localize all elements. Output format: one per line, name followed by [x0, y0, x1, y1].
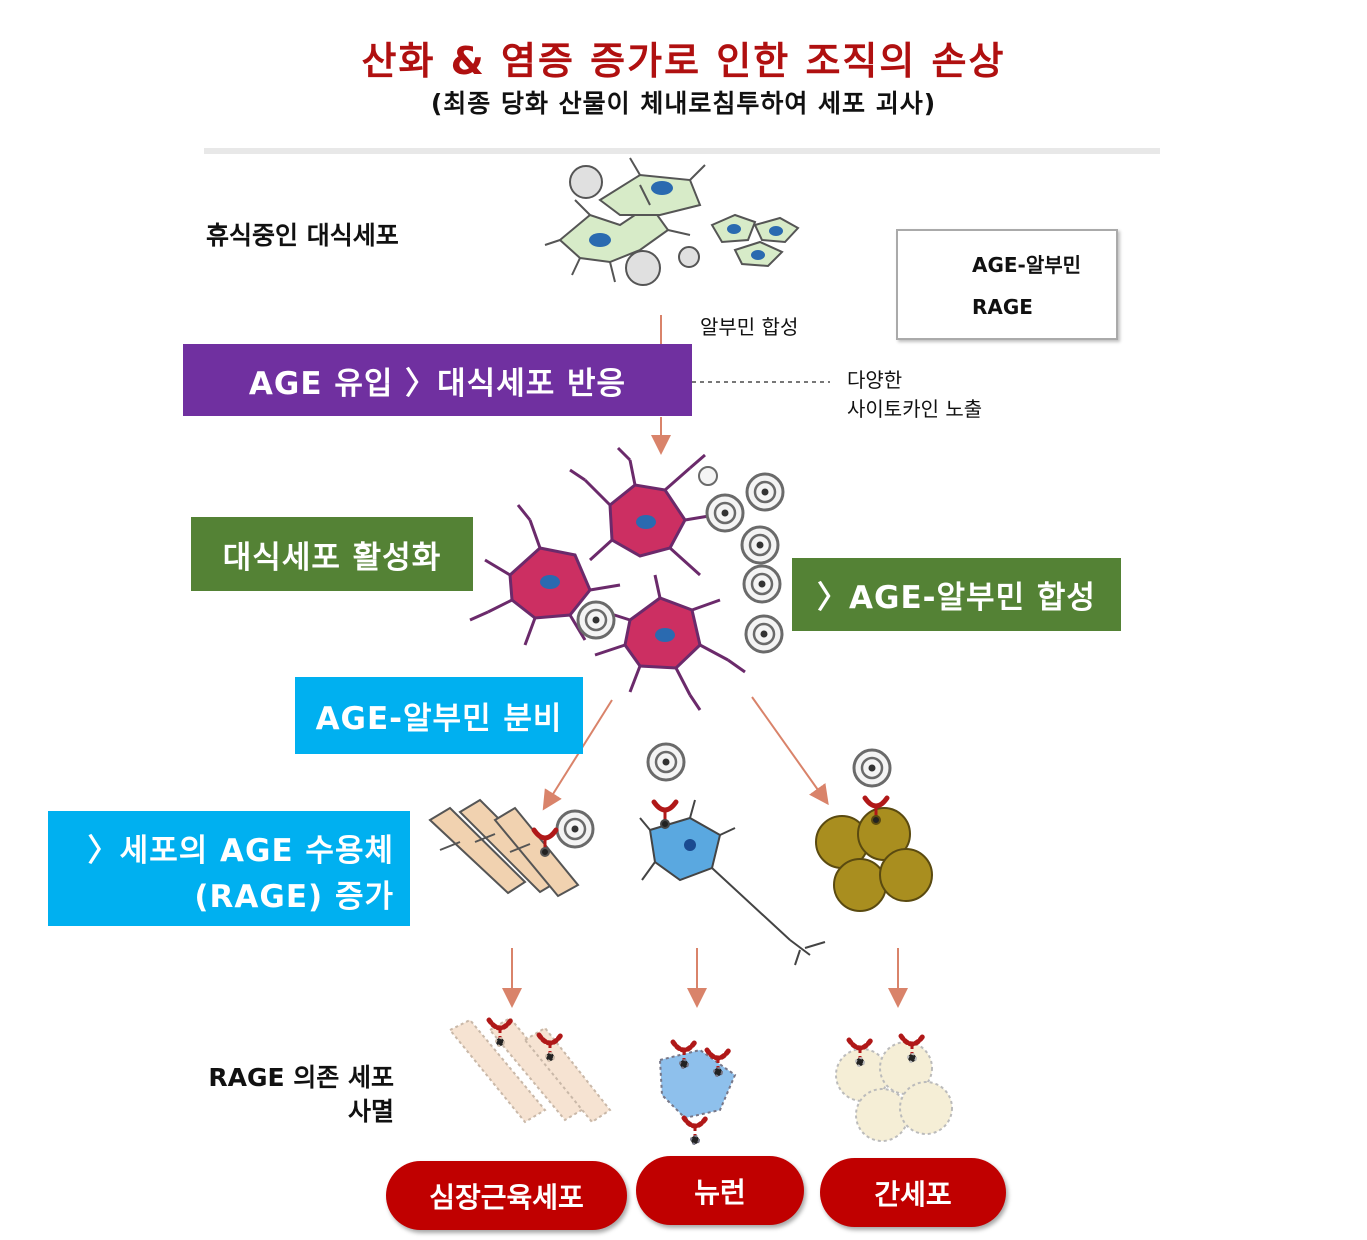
legend: AGE-알부민 RAGE: [896, 229, 1118, 340]
page-subtitle: (최종 당화 산물이 체내로침투하여 세포 괴사): [430, 89, 937, 118]
page-title: 산화 & 염증 증가로 인한 조직의 손상: [361, 39, 1006, 83]
step-rage-increase: 〉세포의 AGE 수용체 (RAGE) 증가: [48, 811, 410, 926]
label-cytokine-line2: 사이토카인 노출: [847, 397, 983, 421]
step-macrophage-activation: 대식세포 활성화: [191, 517, 473, 591]
label-rage-death-line2: 사멸: [347, 1097, 394, 1126]
step-rage-increase-line2: (RAGE) 증가: [194, 879, 394, 915]
pill-neuron: 뉴런: [636, 1156, 804, 1225]
neuron-cell: [639, 800, 826, 966]
dying-neuron: [658, 1042, 737, 1144]
step-age-albumin-secretion: AGE-알부민 분비: [295, 677, 583, 754]
top-band: [204, 148, 1160, 154]
age-albumin-particles: [555, 466, 892, 849]
step-rage-increase-line1: 〉세포의 AGE 수용체: [87, 833, 394, 869]
pill-hepatocyte: 간세포: [820, 1158, 1006, 1227]
step-age-albumin-synthesis: 〉AGE-알부민 합성: [792, 558, 1121, 631]
step-age-influx: AGE 유입 〉대식세포 반응: [183, 344, 692, 416]
pill-cardiomyocyte: 심장근육세포: [386, 1161, 627, 1230]
resting-macrophage-cells: [544, 157, 800, 286]
dying-cardiomyocytes: [448, 1016, 612, 1124]
activated-macrophage-cells: [469, 446, 746, 711]
dying-hepatocytes: [835, 1036, 953, 1142]
label-cytokine-line1: 다양한: [847, 368, 903, 392]
legend-age-albumin-label: AGE-알부민: [972, 253, 1082, 277]
legend-rage-label: RAGE: [972, 295, 1033, 319]
hepatocyte-cells: [815, 798, 933, 912]
label-resting-macrophage: 휴식중인 대식세포: [206, 221, 399, 250]
label-albumin-synthesis: 알부민 합성: [700, 315, 799, 339]
label-rage-death-line1: RAGE 의존 세포: [208, 1063, 394, 1092]
cardiomyocyte-cells: [428, 798, 580, 898]
